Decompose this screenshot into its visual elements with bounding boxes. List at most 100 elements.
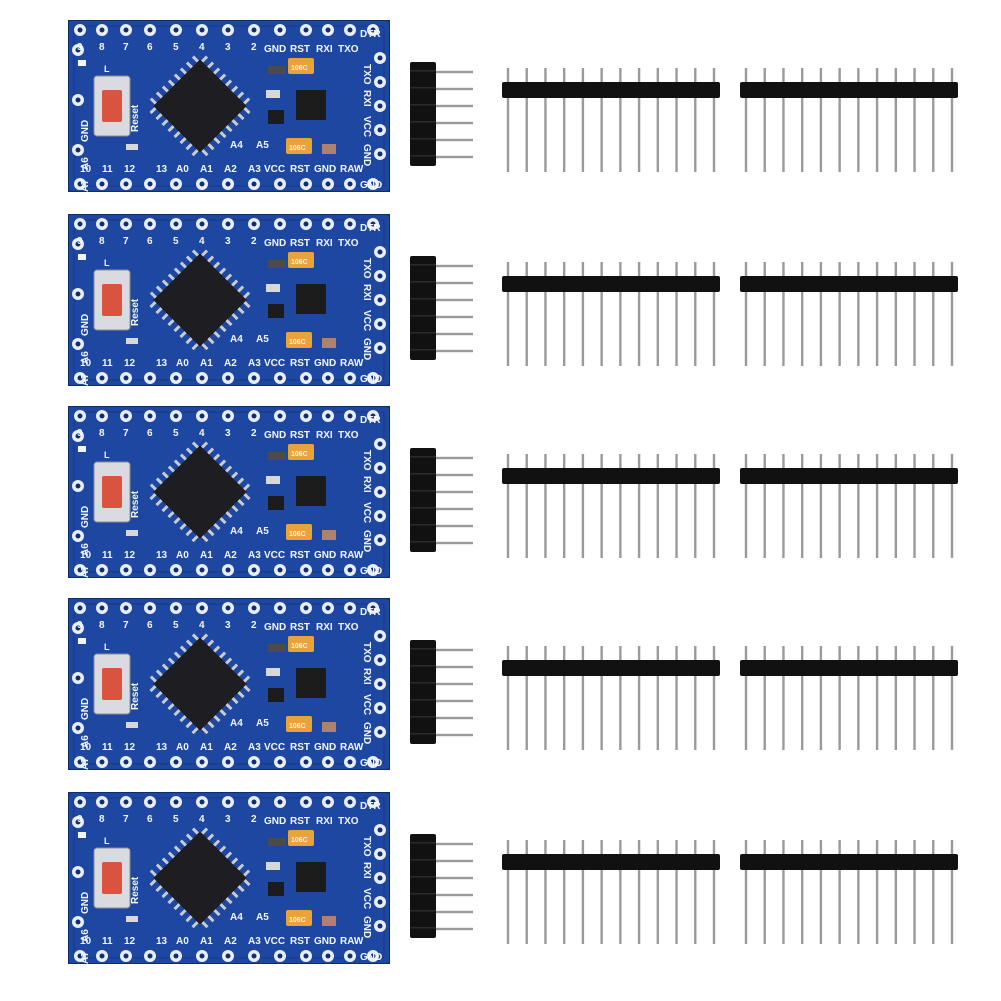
label-dtr: DTR [360, 223, 381, 234]
label-a7: A7 [80, 757, 91, 770]
header-pin [415, 87, 473, 91]
header-pin [819, 646, 823, 750]
pin-label-A1: A1 [200, 550, 213, 561]
label-rst-b: RST [290, 550, 310, 561]
pin-label-8: 8 [99, 42, 105, 53]
header-pin [619, 68, 622, 172]
label-rxi: RXI [316, 44, 333, 55]
pin-label-5: 5 [173, 814, 179, 825]
label-gnd-corner: GND [360, 374, 382, 385]
label-vcc: VCC [264, 936, 285, 947]
label-reset: Reset [130, 298, 141, 326]
label-a4: A4 [230, 140, 243, 151]
header-pin [838, 262, 841, 366]
pin-label-9: 9 [77, 42, 83, 53]
label-gnd-left: GND [80, 506, 91, 528]
header-pin [544, 68, 547, 172]
header-pin [932, 454, 935, 558]
header-pin [415, 859, 473, 863]
label-l: L [104, 450, 110, 460]
label-l: L [104, 836, 110, 846]
header-pin [950, 262, 954, 366]
pin-label-8: 8 [99, 236, 105, 247]
header-pin [894, 840, 898, 944]
long-pin-header [502, 68, 720, 172]
pin-label-13: 13 [156, 550, 168, 561]
header-pin [506, 840, 510, 944]
header-pin [800, 68, 804, 172]
short-pin-header [410, 256, 473, 360]
label-raw: RAW [340, 550, 364, 561]
header-pin [415, 473, 473, 477]
header-pin [763, 454, 766, 558]
pin-label-6: 6 [147, 428, 153, 439]
header-pin [415, 104, 473, 108]
label-gnd-corner: GND [360, 566, 382, 577]
label-txo: TXO [338, 622, 359, 633]
header-pin [838, 68, 841, 172]
label-rst-b: RST [290, 358, 310, 369]
pin-label-6: 6 [147, 42, 153, 53]
header-pin [744, 840, 748, 944]
header-pin [675, 454, 678, 558]
header-pin [800, 840, 804, 944]
pin-label-11: 11 [102, 742, 113, 753]
pin-label-4: 4 [199, 236, 205, 247]
label-rxi-side: RXI [361, 284, 372, 301]
pin-label-9: 9 [77, 428, 83, 439]
label-reset: Reset [130, 876, 141, 904]
header-pin [913, 840, 916, 944]
pin-label-2: 2 [251, 236, 257, 247]
header-pin [544, 840, 547, 944]
pin-label-A1: A1 [200, 358, 213, 369]
long-pin-header [740, 262, 958, 366]
header-pin [857, 454, 860, 558]
header-pin [656, 646, 660, 750]
pin-label-8: 8 [99, 428, 105, 439]
pin-label-11: 11 [102, 936, 113, 947]
header-pin [932, 262, 935, 366]
short-pin-header [410, 62, 473, 166]
pin-label-12: 12 [124, 742, 136, 753]
label-txo-side: TXO [361, 450, 372, 471]
label-vcc-side: VCC [361, 694, 372, 715]
led [78, 638, 86, 644]
header-pin [694, 840, 697, 944]
header-pin [415, 490, 473, 494]
long-pin-header [740, 840, 958, 944]
header-pin [544, 454, 547, 558]
header-pin [744, 646, 748, 750]
label-a5: A5 [256, 140, 269, 151]
pin-label-8: 8 [99, 620, 105, 631]
pin-label-7: 7 [123, 236, 129, 247]
long-pin-header [740, 454, 958, 558]
header-pin [894, 68, 898, 172]
header-pin [950, 840, 954, 944]
pin-label-10: 10 [80, 550, 92, 561]
pin-label-3: 3 [225, 620, 231, 631]
pin-label-13: 13 [156, 936, 168, 947]
header-pin [675, 68, 678, 172]
header-pin [913, 68, 916, 172]
header-pin [875, 454, 879, 558]
pin-label-A1: A1 [200, 936, 213, 947]
header-pin [932, 840, 935, 944]
header-pin [562, 840, 566, 944]
pin-label-12: 12 [124, 164, 136, 175]
header-pin [894, 646, 898, 750]
header-pin [800, 646, 804, 750]
label-rxi-side: RXI [361, 476, 372, 493]
label-gnd-side: GND [361, 144, 372, 166]
label-txo: TXO [338, 44, 359, 55]
pin-label-3: 3 [225, 428, 231, 439]
pin-label-13: 13 [156, 358, 168, 369]
header-pin [782, 68, 785, 172]
svg-text:106C: 106C [289, 917, 306, 924]
label-rst: RST [290, 816, 310, 827]
header-pin [694, 646, 697, 750]
